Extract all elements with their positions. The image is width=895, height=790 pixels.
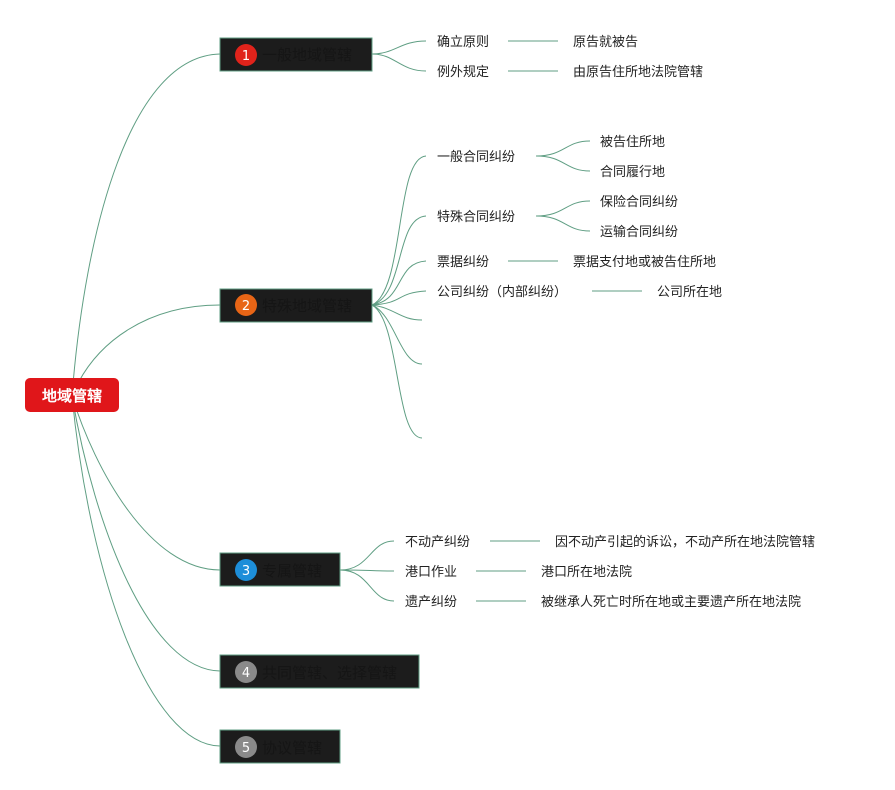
- number-badge-3-text: 3: [242, 564, 250, 579]
- root-label: 地域管辖: [42, 387, 102, 405]
- branch-1-connectors: [371, 40, 558, 72]
- number-badge-5: [235, 736, 257, 758]
- branch-1-label: 一般地域管辖: [262, 46, 352, 64]
- branch-5-label: 协议管辖: [262, 739, 322, 757]
- leaf-company-dispute-detail: 公司所在地: [657, 285, 722, 300]
- branch-2-connectors: [371, 140, 642, 439]
- leaf-exception-detail: 由原告住所地法院管辖: [573, 64, 703, 80]
- leaf-inheritance-detail: 被继承人死亡时所在地或主要遗产所在地法院: [541, 595, 801, 610]
- leaf-general-principle: 确立原则: [437, 35, 489, 50]
- number-badge-2: [235, 294, 257, 316]
- leaf-company-dispute: 公司纠纷（内部纠纷）: [437, 284, 567, 300]
- branch-4-label: 共同管辖、选择管辖: [262, 664, 397, 682]
- number-badge-4: [235, 661, 257, 683]
- number-badge-4-text: 4: [242, 666, 250, 681]
- number-badge-1-text: 1: [242, 49, 250, 64]
- branch-2-label: 特殊地域管辖: [262, 297, 352, 315]
- leaf-port-operation-detail: 港口所在地法院: [541, 565, 632, 580]
- leaf-real-estate: 不动产纠纷: [405, 535, 470, 550]
- branch-node-4[interactable]: 4 共同管辖、选择管辖: [219, 654, 420, 689]
- branch-node-3[interactable]: 3 专属管辖: [219, 552, 341, 587]
- leaf-real-estate-detail: 因不动产引起的诉讼，不动产所在地法院管辖: [555, 534, 815, 550]
- leaf-bill-dispute-detail: 票据支付地或被告住所地: [573, 255, 716, 270]
- number-badge-2-text: 2: [242, 299, 250, 314]
- branch-node-1[interactable]: 1 一般地域管辖: [219, 37, 373, 72]
- root-box: [25, 378, 119, 412]
- leaf-defendant-domicile: 被告住所地: [600, 135, 665, 150]
- leaf-insurance-contract: 保险合同纠纷: [600, 195, 678, 210]
- leaf-exception: 例外规定: [437, 65, 489, 80]
- root-connectors: [71, 53, 221, 747]
- branch-node-2[interactable]: 2 特殊地域管辖: [219, 288, 373, 323]
- leaf-inheritance: 遗产纠纷: [405, 595, 457, 610]
- number-badge-1: [235, 44, 257, 66]
- leaf-transport-contract: 运输合同纠纷: [600, 224, 678, 240]
- leaf-special-contract: 特殊合同纠纷: [437, 210, 515, 225]
- leaf-performance-place: 合同履行地: [600, 165, 665, 180]
- branch-node-5[interactable]: 5 协议管辖: [219, 729, 341, 764]
- leaf-port-operation: 港口作业: [405, 565, 457, 580]
- leaf-bill-dispute: 票据纠纷: [437, 255, 489, 270]
- leaf-general-principle-detail: 原告就被告: [573, 35, 638, 50]
- number-badge-3: [235, 559, 257, 581]
- root-node[interactable]: 地域管辖: [25, 378, 119, 412]
- leaf-general-contract: 一般合同纠纷: [437, 149, 515, 165]
- number-badge-5-text: 5: [242, 741, 250, 756]
- branch-3-connectors: [339, 540, 540, 602]
- branch-3-label: 专属管辖: [262, 562, 322, 580]
